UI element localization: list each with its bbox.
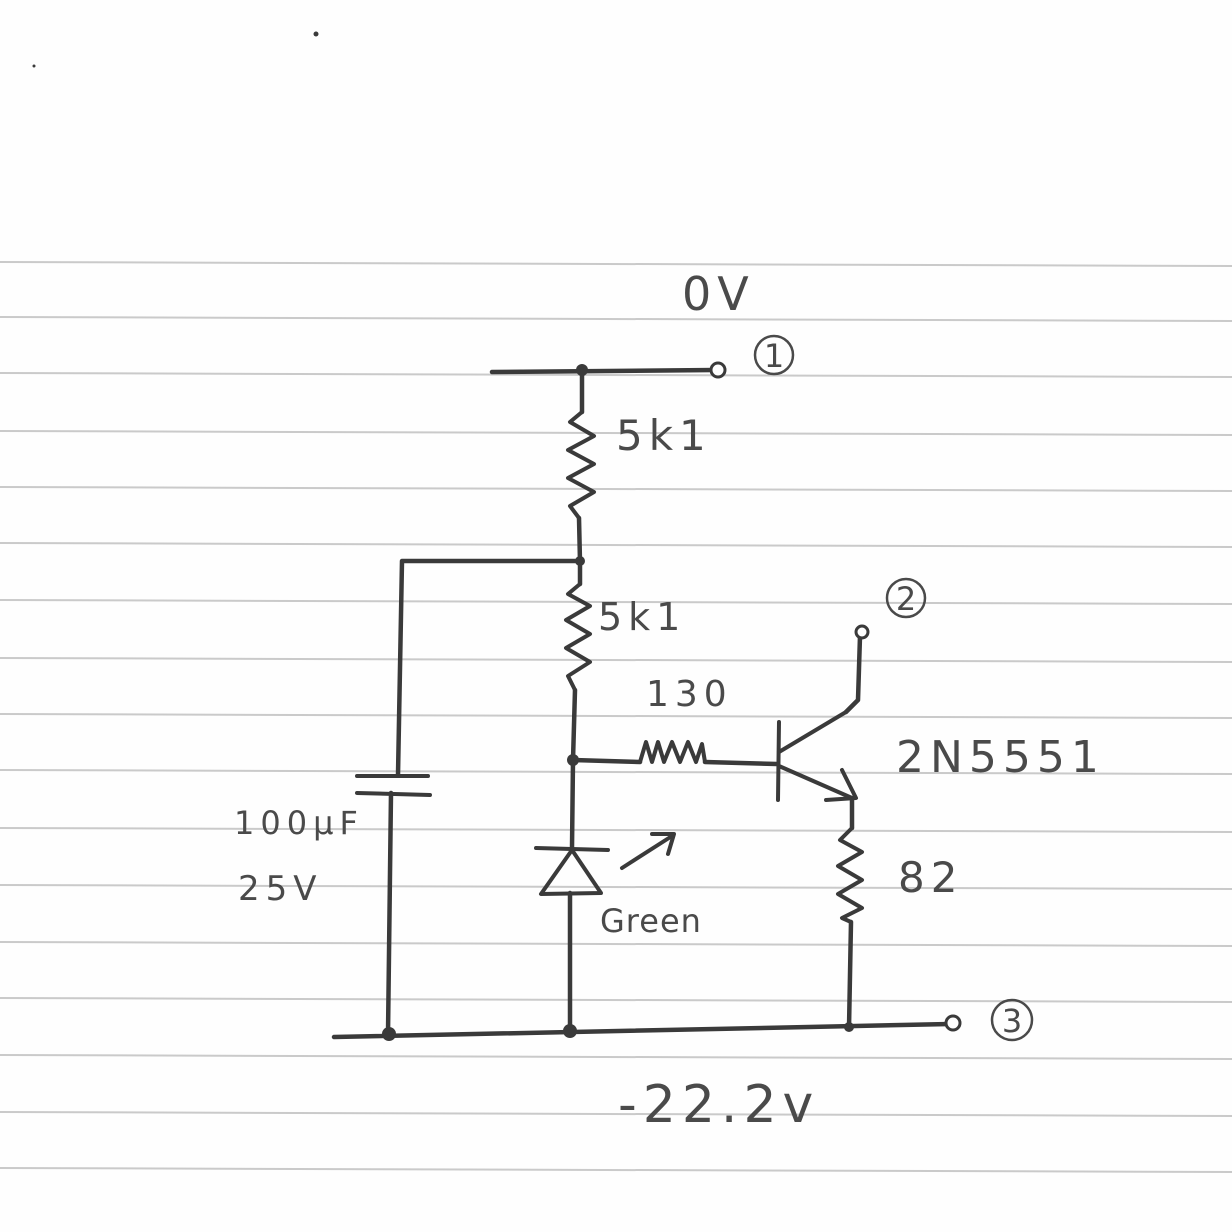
wire-r2-to-base-node bbox=[570, 687, 578, 763]
wire-mid-node-to-cap bbox=[395, 558, 583, 778]
supply-bottom-label: -22.2v bbox=[618, 1075, 819, 1135]
wire-rbase-to-base bbox=[702, 759, 780, 767]
rbase-value-label: 130 bbox=[646, 674, 733, 715]
junction-dot bbox=[576, 364, 588, 376]
terminal-1-connector bbox=[709, 361, 727, 379]
terminal-2-connector bbox=[854, 624, 870, 640]
wire-node-to-led bbox=[569, 757, 576, 851]
terminal-2-circle bbox=[885, 577, 927, 619]
r1-value-label: 5k1 bbox=[616, 411, 712, 460]
wire-node-to-rbase bbox=[570, 757, 643, 765]
wire-re-to-ground bbox=[846, 919, 854, 1031]
bottom-rail-wire bbox=[331, 1021, 953, 1040]
junction-dot bbox=[575, 556, 585, 566]
terminal-2-number: 2 bbox=[896, 580, 916, 618]
transistor-collector-leg bbox=[777, 710, 848, 754]
capacitor-bottom-plate bbox=[355, 791, 432, 797]
transistor-emitter-arrow bbox=[824, 768, 858, 802]
resistor-r1-symbol bbox=[566, 410, 596, 520]
resistor-emitter-symbol bbox=[836, 826, 864, 924]
junction-dot bbox=[567, 754, 579, 766]
transistor-emitter-leg bbox=[777, 764, 854, 800]
resistor-base-symbol bbox=[638, 740, 707, 764]
transistor-label: 2N5551 bbox=[896, 732, 1105, 783]
wire-collector-to-term2 bbox=[843, 633, 863, 715]
junction-dot bbox=[563, 1024, 577, 1038]
terminal-3-connector bbox=[944, 1014, 962, 1032]
led-color-label: Green bbox=[600, 902, 702, 940]
terminal-3-number: 3 bbox=[1002, 1002, 1022, 1040]
terminal-1-number: 1 bbox=[764, 337, 784, 375]
led-triangle bbox=[539, 848, 603, 896]
wire-r1-to-mid-node bbox=[576, 515, 583, 587]
capacitor-value-label: 100µF bbox=[234, 804, 364, 842]
supply-top-label: 0V bbox=[682, 267, 755, 321]
remitter-value-label: 82 bbox=[898, 853, 963, 902]
terminal-3-circle bbox=[990, 998, 1034, 1042]
transistor-base-bar bbox=[776, 720, 781, 802]
resistor-r2-symbol bbox=[564, 582, 592, 692]
wire-cap-to-ground bbox=[385, 790, 394, 1037]
led-light-arrow bbox=[620, 834, 674, 870]
paper-speck bbox=[32, 64, 36, 68]
led-light-arrowhead bbox=[650, 832, 676, 856]
junction-dot bbox=[844, 1022, 854, 1032]
terminal-1-circle bbox=[753, 334, 795, 376]
capacitor-voltage-label: 25V bbox=[238, 869, 323, 909]
top-rail-wire bbox=[489, 367, 718, 375]
junction-dot bbox=[382, 1027, 396, 1041]
paper-speck bbox=[313, 31, 319, 37]
r2-value-label: 5k1 bbox=[598, 595, 686, 639]
